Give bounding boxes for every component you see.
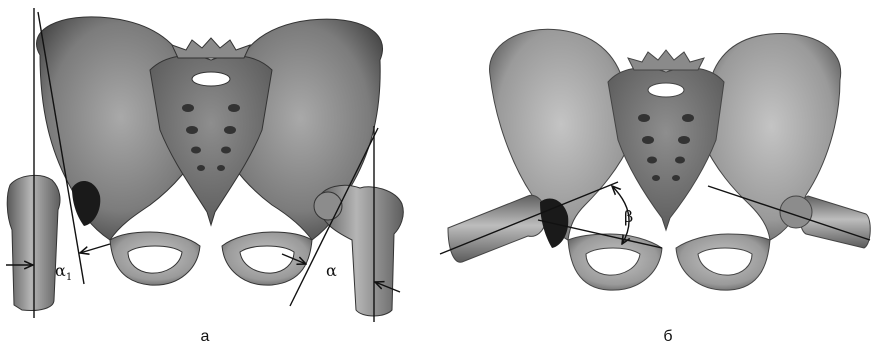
b-left-femur <box>448 195 546 262</box>
angle-alpha-label: α <box>326 261 337 280</box>
panel-a: α1 α а <box>6 8 403 345</box>
right-femoral-head <box>314 192 342 220</box>
panel-a-caption: а <box>201 328 210 345</box>
angle-beta-label: β <box>624 207 633 226</box>
angle-alpha1-label: α1 <box>55 261 72 283</box>
b-vertebra <box>628 50 704 70</box>
b-right-pubic-ring <box>676 234 770 290</box>
vertebra <box>172 38 250 58</box>
panel-b-caption: б <box>663 328 672 345</box>
left-pubic-ring <box>110 232 200 285</box>
b-left-pubic-ring <box>568 234 662 290</box>
b-vertebral-foramen <box>648 83 684 97</box>
left-arrow-inner <box>80 244 110 253</box>
vertebral-foramen <box>192 72 230 86</box>
panel-b: β б <box>440 29 870 345</box>
right-pubic-ring <box>222 232 312 285</box>
